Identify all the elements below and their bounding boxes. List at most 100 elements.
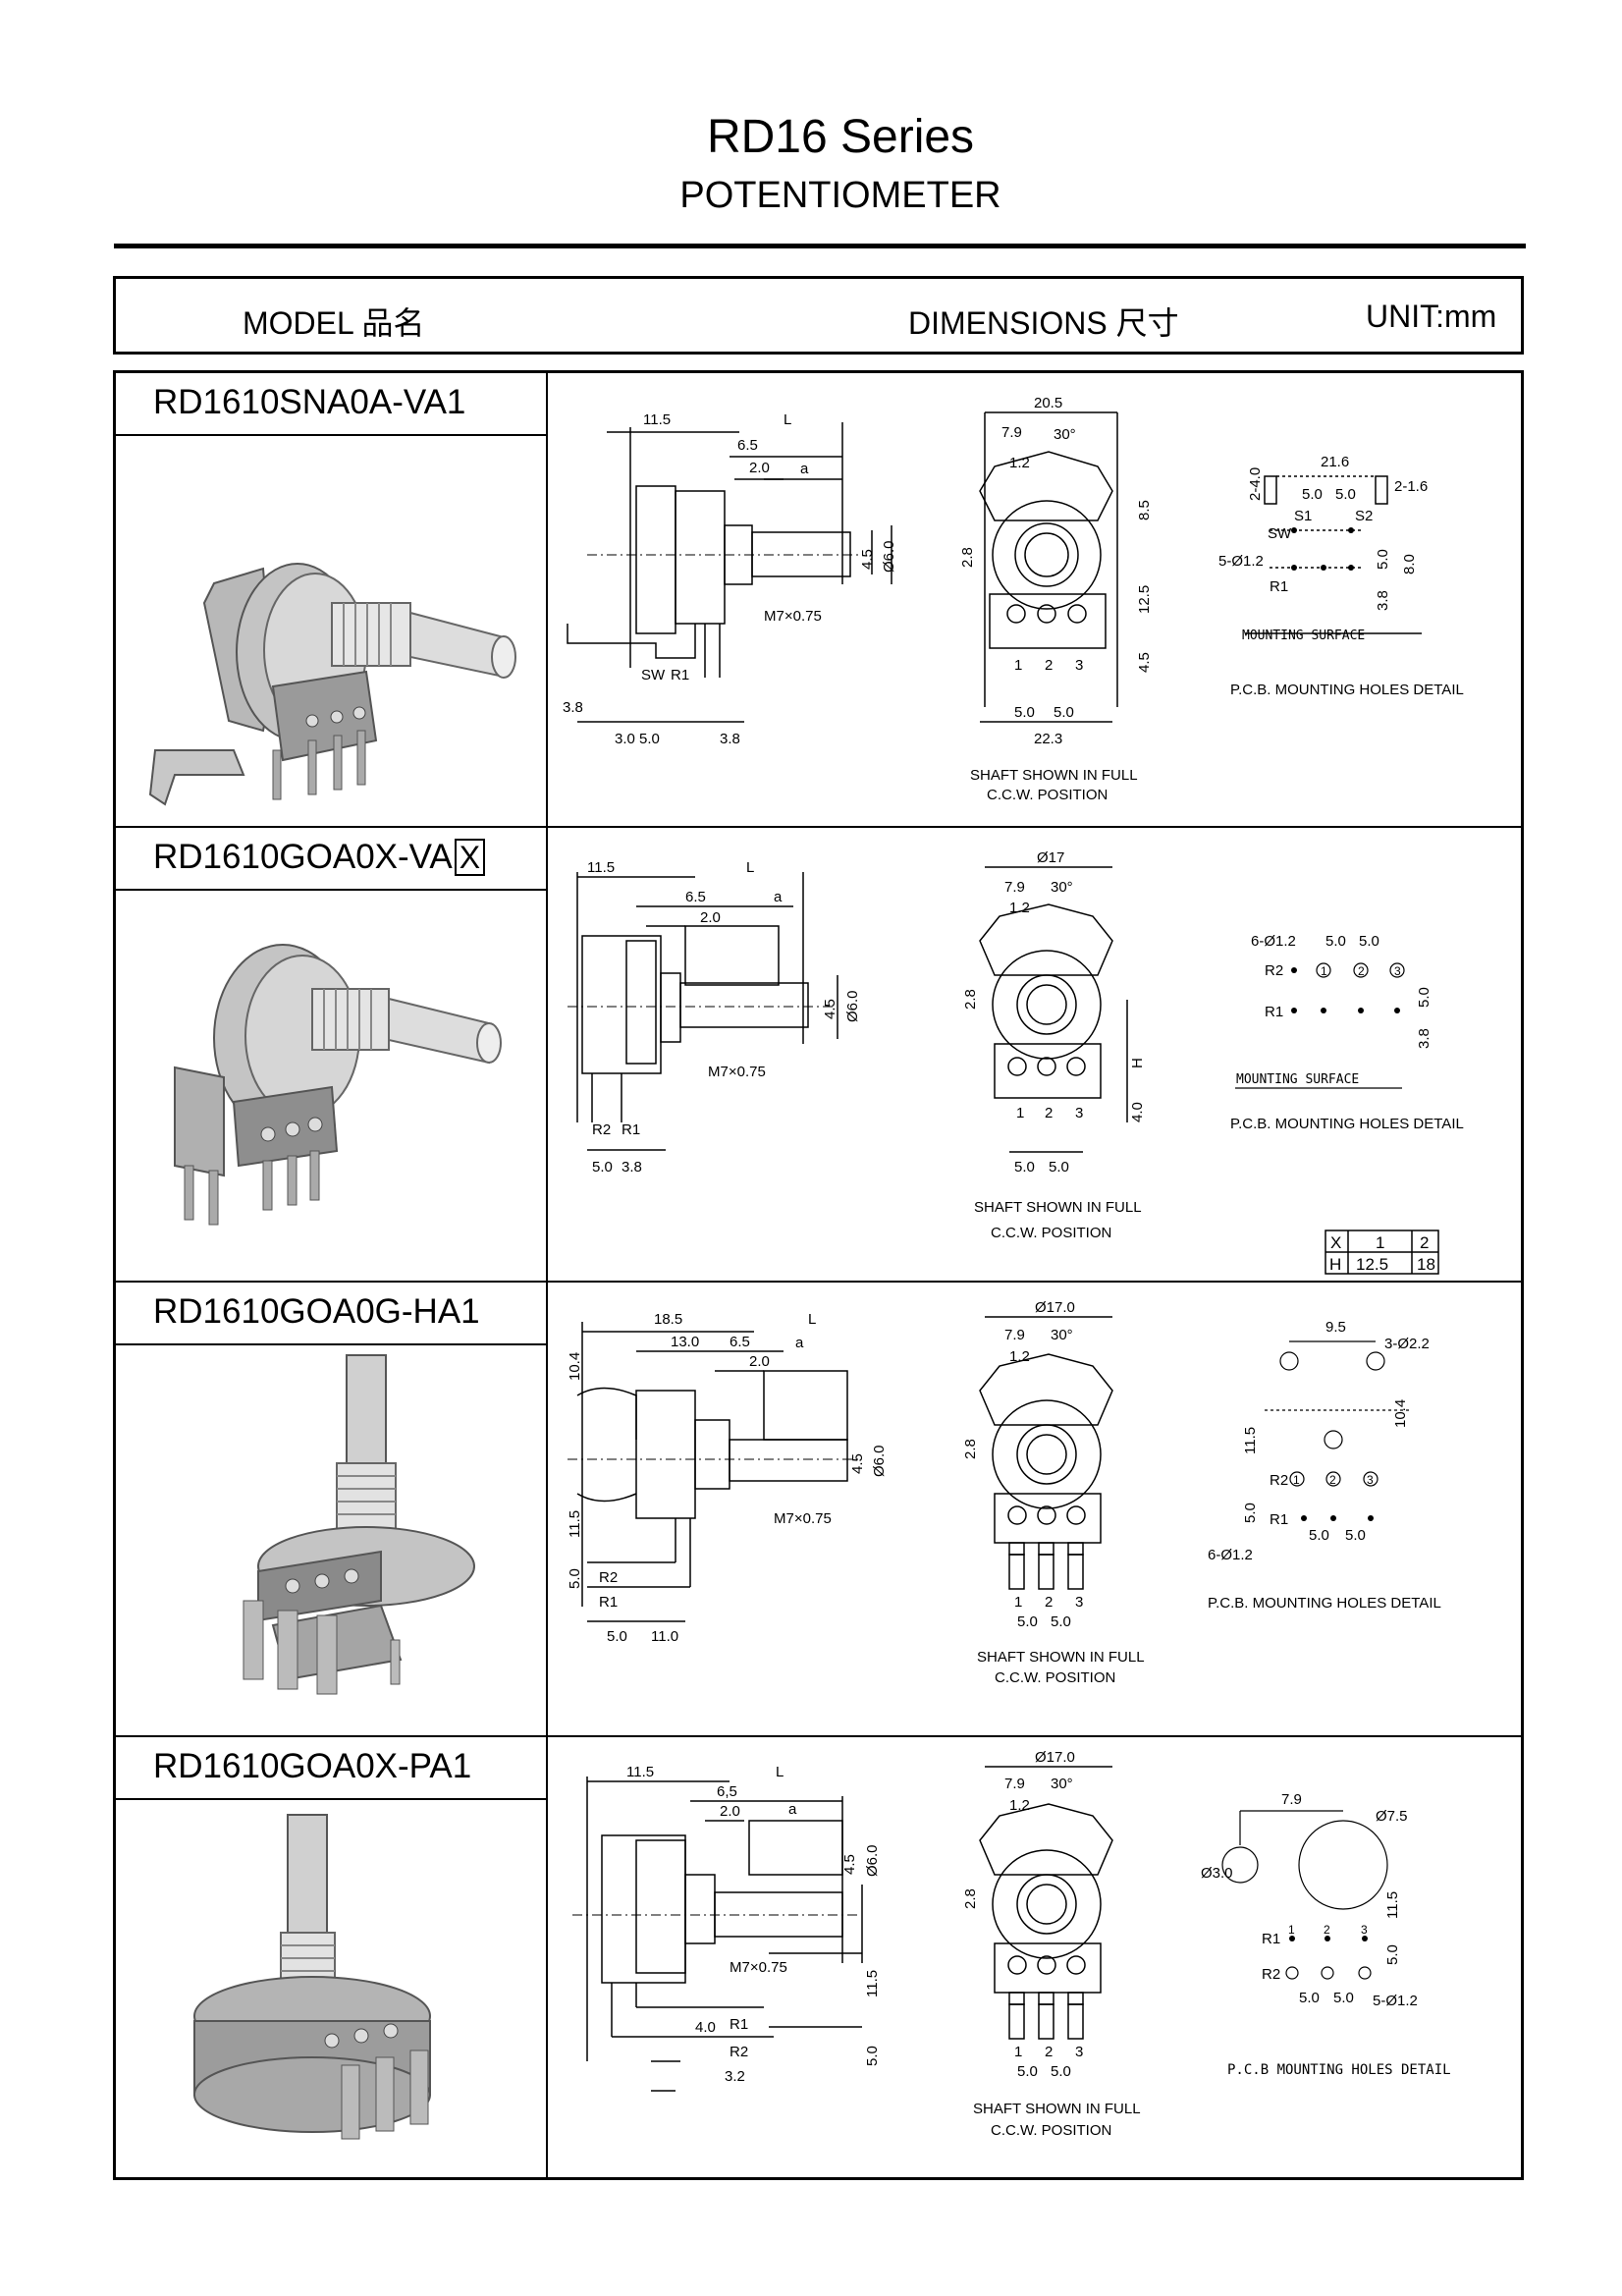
pin-label: R2 bbox=[1265, 962, 1283, 979]
pin-number: 3 bbox=[1075, 1594, 1083, 1611]
dim-label: M7×0.75 bbox=[708, 1064, 766, 1080]
dim-label: 5.0 bbox=[607, 1628, 627, 1645]
dim-label: 8.5 bbox=[1136, 500, 1153, 520]
dim-label: 5.0 bbox=[592, 1159, 613, 1175]
dim-label: 2.0 bbox=[749, 1353, 770, 1370]
dim-label: 4.5 bbox=[849, 1453, 866, 1474]
dim-label: 7.9 bbox=[1281, 1791, 1302, 1808]
dim-label: 7.9 bbox=[1001, 424, 1022, 441]
model-name: RD1610SNA0A-VA1 bbox=[116, 373, 546, 436]
dim-label: 3.2 bbox=[725, 2068, 745, 2085]
model-name: RD1610GOA0X-PA1 bbox=[116, 1737, 546, 1800]
h-table-cell: H bbox=[1329, 1255, 1341, 1274]
dim-label: 5.0 bbox=[1017, 1613, 1038, 1630]
dim-label: 3-Ø2.2 bbox=[1384, 1336, 1430, 1352]
dimension-drawing-2: 11.5 L 6.5 2.0 a 4.5 Ø6.0 M7×0.75 R2 R1 … bbox=[568, 849, 1464, 1275]
dim-label: M7×0.75 bbox=[774, 1510, 832, 1527]
dim-label: 30° bbox=[1051, 879, 1073, 896]
dim-label: Ø17.0 bbox=[1035, 1299, 1075, 1316]
header-rule bbox=[114, 244, 1526, 248]
product-row-3: RD1610GOA0G-HA1 18.5 bbox=[116, 1283, 1521, 1737]
dim-label: 5.0 bbox=[1017, 2063, 1038, 2080]
shaft-note: SHAFT SHOWN IN FULL bbox=[970, 767, 1138, 784]
dim-label: 11.5 bbox=[1242, 1427, 1259, 1454]
pin-number: 3 bbox=[1367, 1473, 1374, 1487]
dim-label: 5.0 bbox=[1054, 704, 1074, 721]
dim-label: 1.2 bbox=[1009, 1348, 1030, 1365]
pin-number: 1 bbox=[1293, 1473, 1300, 1487]
dim-label: 4.5 bbox=[859, 549, 876, 570]
dim-label: 7.9 bbox=[1004, 1776, 1025, 1792]
dim-label: 3.8 bbox=[563, 699, 583, 716]
page-title: RD16 Series bbox=[706, 111, 975, 163]
dim-label: 5.0 bbox=[1325, 933, 1346, 950]
dim-label: 10.4 bbox=[567, 1352, 583, 1381]
pin-label: R2 bbox=[599, 1569, 618, 1586]
pin-number: 1 bbox=[1016, 1105, 1024, 1121]
pin-number: 1 bbox=[1014, 1594, 1022, 1611]
pin-number: 2 bbox=[1045, 657, 1053, 674]
pin-number: 1 bbox=[1321, 964, 1327, 978]
h-table-cell: 2 bbox=[1420, 1233, 1429, 1252]
dim-label: 5.0 bbox=[1375, 549, 1391, 570]
product-photo-1 bbox=[148, 563, 516, 806]
pin-label: R2 bbox=[1262, 1966, 1280, 1983]
dim-label: 5.0 bbox=[1014, 1159, 1035, 1175]
h-table-cell: 18 bbox=[1417, 1255, 1435, 1274]
dim-label: L bbox=[784, 411, 791, 428]
dim-label: 11.5 bbox=[643, 411, 671, 428]
dim-label: M7×0.75 bbox=[730, 1959, 787, 1976]
model-column-label: MODEL 品名 bbox=[243, 305, 425, 341]
dim-label: 12.5 bbox=[1136, 585, 1153, 614]
product-table: RD1610SNA0A-VA1 bbox=[113, 370, 1524, 2180]
dim-label: Ø6.0 bbox=[871, 1445, 888, 1477]
dim-label: 5.0 bbox=[1384, 1944, 1401, 1965]
pin-label: R1 bbox=[1270, 578, 1288, 595]
dim-label: a bbox=[774, 889, 783, 905]
dim-label: 3.8 bbox=[720, 731, 740, 747]
dim-label: 6-Ø1.2 bbox=[1208, 1547, 1253, 1563]
dim-label: 11.5 bbox=[626, 1764, 654, 1780]
pin-number: 3 bbox=[1075, 2044, 1083, 2060]
pin-number: 1 bbox=[1288, 1923, 1295, 1937]
product-photo-3 bbox=[243, 1354, 475, 1695]
dimension-drawing-3: 18.5 L 13.0 6.5 2.0 a 10.4 4.5 Ø6.0 11.5… bbox=[567, 1299, 1441, 1686]
dim-label: 6.5 bbox=[737, 437, 758, 454]
dim-label: a bbox=[788, 1801, 797, 1818]
dim-label: 5.0 bbox=[639, 731, 660, 747]
dim-label: 4.0 bbox=[1129, 1102, 1146, 1122]
pin-label: R1 bbox=[671, 667, 689, 683]
pin-number: 2 bbox=[1045, 2044, 1053, 2060]
shaft-note: SHAFT SHOWN IN FULL bbox=[973, 2101, 1141, 2117]
product-row-4: RD1610GOA0X-PA1 bbox=[116, 1737, 1521, 2181]
pin-label: R2 bbox=[730, 2044, 748, 2060]
pin-label: R2 bbox=[1270, 1472, 1288, 1489]
dim-label: 1.2 bbox=[1009, 455, 1030, 471]
pin-label: R1 bbox=[730, 2016, 748, 2033]
dim-label: 2.0 bbox=[720, 1803, 740, 1820]
dim-label: M7×0.75 bbox=[764, 608, 822, 625]
shaft-note: C.C.W. POSITION bbox=[995, 1669, 1115, 1686]
model-name-text: RD1610GOA0G-HA1 bbox=[153, 1292, 480, 1331]
dim-label: 5.0 bbox=[1309, 1527, 1329, 1544]
shaft-note: SHAFT SHOWN IN FULL bbox=[977, 1649, 1145, 1666]
h-table-cell: 1 bbox=[1376, 1233, 1384, 1252]
dimensions-column-label: DIMENSIONS 尺寸 bbox=[908, 305, 1179, 341]
pin-number: 1 bbox=[1014, 657, 1022, 674]
dim-label: 11.5 bbox=[1384, 1891, 1401, 1919]
column-divider bbox=[546, 373, 548, 2177]
dim-label: 5.0 bbox=[1345, 1527, 1366, 1544]
pin-label: SW bbox=[1268, 525, 1292, 542]
dim-label: 30° bbox=[1054, 426, 1076, 443]
product-row-1: RD1610SNA0A-VA1 bbox=[116, 373, 1521, 828]
model-name-text: RD1610GOA0X-VA bbox=[153, 838, 453, 876]
mounting-surface-note: MOUNTING SURFACE bbox=[1236, 1072, 1359, 1087]
pin-label: R1 bbox=[1262, 1931, 1280, 1947]
dim-label: 6.5 bbox=[685, 889, 706, 905]
pin-label: S2 bbox=[1355, 508, 1373, 524]
model-name-text: RD1610SNA0A-VA1 bbox=[153, 383, 466, 421]
dim-label: 5.0 bbox=[1416, 987, 1433, 1008]
dim-label: 6-Ø1.2 bbox=[1251, 933, 1296, 950]
